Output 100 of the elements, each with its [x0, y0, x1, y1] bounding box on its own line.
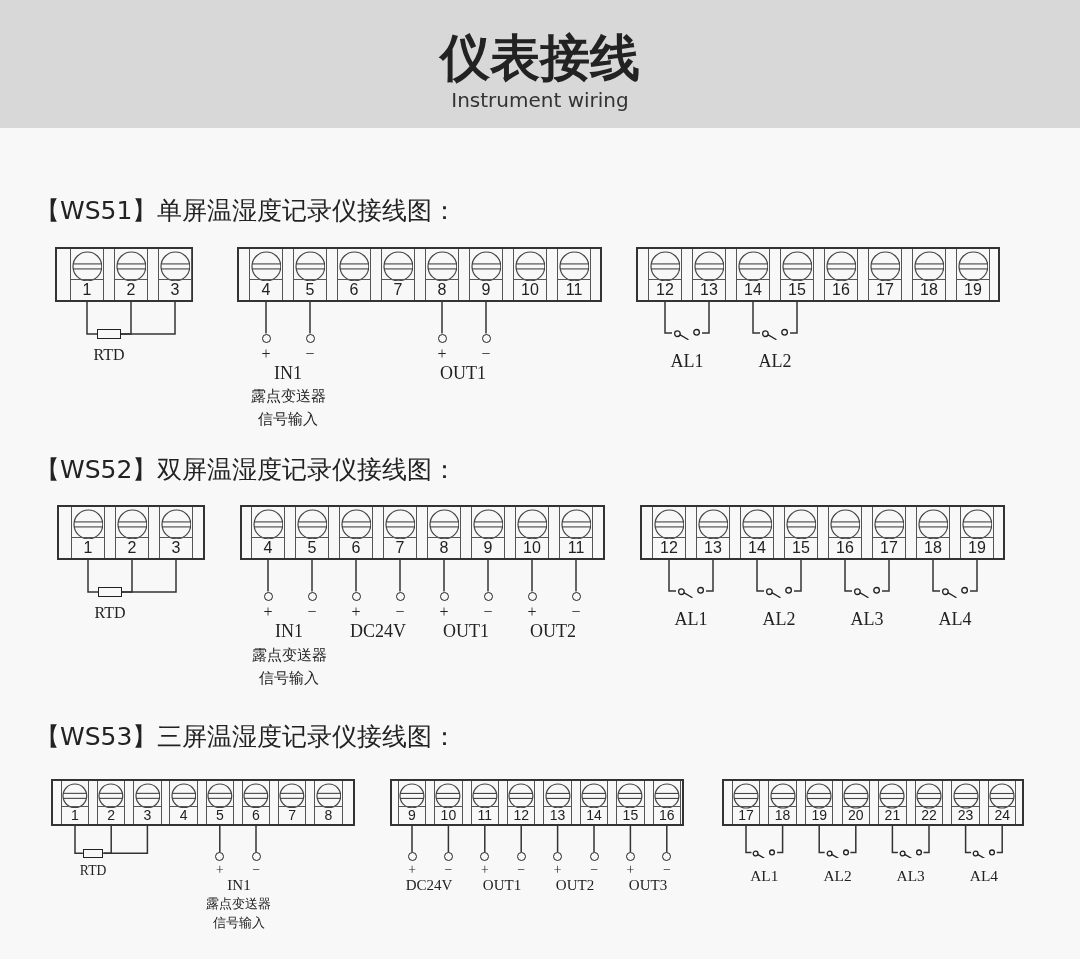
- relay-contact-symbol: [940, 584, 970, 598]
- terminal-slot: [914, 781, 944, 824]
- terminal-slot: [871, 507, 907, 558]
- polarity-sign: −: [444, 863, 453, 878]
- terminal-number: 6: [337, 279, 371, 300]
- terminal-slot: [841, 781, 871, 824]
- terminal-number: 6: [242, 806, 270, 824]
- terminal-slot: [278, 781, 307, 824]
- terminal-slot: [959, 507, 995, 558]
- wire: [891, 825, 899, 854]
- wire: [964, 825, 972, 854]
- component-label: AL3: [850, 610, 884, 628]
- terminal-slot: [731, 781, 761, 824]
- polarity-sign: −: [483, 604, 493, 620]
- terminal-number: 18: [912, 279, 946, 300]
- wire-terminal: [407, 852, 417, 862]
- signal-label: DC24V: [350, 621, 406, 643]
- component-label: RTD: [79, 864, 107, 879]
- terminal-number: 1: [61, 806, 89, 824]
- terminal-number: 19: [805, 806, 833, 824]
- terminal-number: 5: [295, 537, 329, 558]
- terminal-number: 1: [70, 279, 104, 300]
- wire-terminal: [480, 852, 490, 862]
- wire: [705, 559, 714, 592]
- terminal-slot: [114, 507, 150, 558]
- terminal-slot: [652, 781, 681, 824]
- terminal-number: 16: [653, 806, 680, 824]
- terminal-number: 10: [513, 279, 547, 300]
- terminal-block: [640, 505, 1005, 560]
- terminal-slot: [294, 507, 330, 558]
- terminal-block: [57, 505, 205, 560]
- terminal-slot: [768, 781, 797, 824]
- terminal-number: 7: [381, 279, 415, 300]
- terminal-slot: [426, 507, 462, 558]
- terminal-number: 17: [868, 279, 902, 300]
- terminal-number: 5: [206, 806, 233, 824]
- wire: [969, 559, 978, 592]
- terminal-number: 12: [648, 279, 682, 300]
- polarity-sign: +: [527, 604, 537, 620]
- terminal-number: 23: [952, 806, 979, 824]
- terminal-number: 13: [544, 806, 571, 824]
- wire: [87, 559, 99, 593]
- signal-label: OUT1: [482, 876, 522, 894]
- terminal-number: 14: [740, 537, 774, 558]
- terminal-number: 7: [279, 806, 306, 824]
- terminal-block: [722, 779, 1024, 826]
- terminal-number: 10: [435, 806, 462, 824]
- terminal-slot: [250, 507, 286, 558]
- terminal-number: 15: [784, 537, 818, 558]
- terminal-number: 14: [580, 806, 608, 824]
- wire-terminal: [307, 591, 317, 601]
- terminal-slot: [955, 249, 991, 300]
- terminal-slot: [556, 249, 592, 300]
- component-label: AL4: [938, 610, 972, 628]
- relay-contact-symbol: [764, 584, 794, 598]
- polarity-sign: −: [517, 863, 526, 878]
- terminal-slot: [691, 249, 727, 300]
- terminal-slot: [616, 781, 645, 824]
- wire: [593, 825, 595, 853]
- terminal-number: 4: [251, 537, 285, 558]
- wire-terminal: [351, 591, 361, 601]
- polarity-sign: +: [437, 346, 447, 362]
- terminal-slot: [783, 507, 819, 558]
- polarity-sign: −: [252, 863, 260, 878]
- terminal-number: 13: [696, 537, 730, 558]
- wire: [664, 301, 673, 334]
- terminal-number: 12: [508, 806, 535, 824]
- section-heading: 【WS53】三屏温湿度记录仪接线图：: [35, 722, 458, 752]
- terminal-number: 7: [383, 537, 417, 558]
- wire: [818, 825, 826, 854]
- wire: [355, 559, 357, 593]
- terminal-number: 3: [159, 537, 193, 558]
- component-label: RTD: [93, 347, 125, 363]
- terminal-number: 3: [134, 806, 161, 824]
- relay-contact-symbol: [971, 846, 997, 859]
- terminal-slot: [951, 781, 980, 824]
- terminal-slot: [470, 507, 506, 558]
- terminal-slot: [336, 249, 372, 300]
- wire-terminal: [261, 333, 271, 343]
- wire: [311, 559, 313, 593]
- terminal-number: 18: [769, 806, 796, 824]
- wire: [776, 825, 784, 854]
- wire: [309, 301, 311, 335]
- relay-contact-symbol: [676, 584, 706, 598]
- wire: [668, 559, 677, 592]
- polarity-sign: +: [351, 604, 361, 620]
- terminal-slot: [97, 781, 126, 824]
- signal-label: OUT2: [555, 876, 595, 894]
- terminal-number: 2: [115, 537, 149, 558]
- wire-terminal: [439, 591, 449, 601]
- terminal-number: 15: [780, 279, 814, 300]
- wire-terminal: [625, 852, 635, 862]
- wire: [443, 559, 445, 593]
- terminal-slot: [651, 507, 687, 558]
- wire: [922, 825, 930, 854]
- terminal-number: 8: [425, 279, 459, 300]
- wire-terminal: [589, 852, 599, 862]
- terminal-number: 10: [515, 537, 549, 558]
- terminal-slot: [647, 249, 683, 300]
- terminal-slot: [878, 781, 907, 824]
